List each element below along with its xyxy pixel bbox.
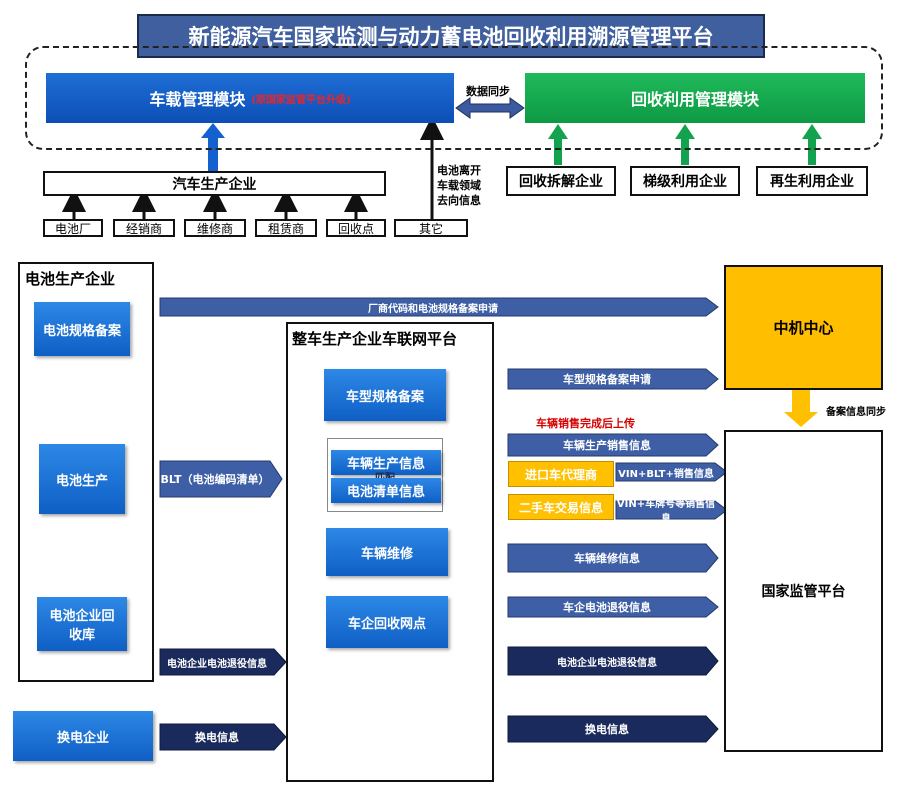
- battery-item-label: 电池企业回收库: [49, 609, 115, 643]
- import-agent-box[interactable]: 进口车代理商: [508, 461, 614, 487]
- data-sync-arrow: [455, 97, 525, 119]
- used-car-label: 二手车交易信息: [518, 500, 603, 515]
- source-label: 租赁商: [267, 221, 304, 236]
- automaker-recycle-point[interactable]: 车企回收网点: [326, 596, 448, 648]
- battery-production[interactable]: 电池生产: [39, 444, 125, 514]
- national-platform-label: 国家监管平台: [761, 584, 846, 600]
- source-dealer[interactable]: 经销商: [113, 219, 175, 237]
- battery-spec-filing[interactable]: 电池规格备案: [34, 302, 130, 356]
- data-sync-label: 数据同步: [466, 85, 510, 98]
- arrow-repair: [507, 543, 719, 573]
- vehicle-item-label: 车辆维修: [360, 546, 413, 562]
- filing-sync-arrow: [784, 390, 818, 427]
- arrow-swap-right: [507, 715, 719, 743]
- retire-battery-right-label: 电池企业电池退役信息: [557, 657, 657, 669]
- model-spec-label: 车型规格备案申请: [563, 373, 651, 386]
- arrow-vin-blt: [615, 462, 728, 482]
- arrow-model-spec: [507, 368, 719, 390]
- source-arrows: [62, 188, 368, 219]
- vin-plate-label: VIN+车牌号等销售信息: [616, 499, 716, 525]
- filing-sync-label: 备案信息同步: [826, 407, 886, 418]
- vin-blt-label: VIN+BLT+销售信息: [618, 468, 714, 480]
- vehicle-module-label: 车载管理模块: [149, 90, 246, 109]
- manufacturer-code-label: 厂商代码和电池规格备案申请: [368, 303, 498, 315]
- regeneration-box[interactable]: 再生利用企业: [756, 166, 868, 196]
- source-label: 其它: [418, 221, 443, 236]
- blt-label: BLT（电池编码清单）: [160, 473, 270, 486]
- production-sales-label: 车辆生产销售信息: [563, 439, 651, 452]
- recycle-module-label: 回收利用管理模块: [630, 90, 759, 109]
- battery-recycle-library[interactable]: 电池企业回收库: [37, 597, 127, 651]
- center-node-box[interactable]: 中机中心: [724, 265, 883, 390]
- vehicle-item-label: 电池清单信息: [346, 485, 425, 500]
- vehicle-production-info[interactable]: 车辆生产信息: [331, 450, 441, 475]
- repair-info-label: 车辆维修信息: [574, 552, 640, 565]
- vehicle-model-filing[interactable]: 车型规格备案: [324, 369, 446, 421]
- swap-enterprise-label: 换电企业: [56, 730, 109, 746]
- automaker-label: 汽车生产企业: [172, 176, 257, 193]
- recycle-dismantle-box[interactable]: 回收拆解企业: [506, 166, 616, 196]
- vehicle-item-label: 车企回收网点: [347, 616, 426, 632]
- national-platform-box[interactable]: 国家监管平台: [724, 430, 883, 752]
- recycle-enterprise-label: 回收拆解企业: [519, 174, 603, 190]
- leave-info-label: 电池离开 车载领域 去向信息: [437, 164, 481, 207]
- source-label: 回收点: [337, 221, 374, 236]
- battery-item-label: 电池生产: [55, 473, 108, 489]
- page-title: 新能源汽车国家监测与动力蓄电池回收利用溯源管理平台: [137, 14, 765, 58]
- source-label: 维修商: [196, 221, 233, 236]
- source-other[interactable]: 其它: [394, 219, 468, 237]
- center-node-label: 中机中心: [773, 319, 834, 337]
- automaker-up-arrow: [201, 123, 225, 171]
- arrow-retire-vehicle: [507, 596, 719, 618]
- source-battery-factory[interactable]: 电池厂: [43, 219, 103, 237]
- vehicle-repair[interactable]: 车辆维修: [326, 528, 448, 576]
- top-dashed-frame: [25, 46, 883, 150]
- recycle-enterprise-label: 梯级利用企业: [643, 174, 727, 190]
- source-label: 经销商: [125, 221, 162, 236]
- swap-info-right-label: 换电信息: [585, 723, 629, 736]
- vehicle-module-note: (原国家监管平台升级): [251, 94, 351, 106]
- source-lessor[interactable]: 租赁商: [255, 219, 317, 237]
- vehicle-item-label: 车辆生产信息: [346, 457, 425, 472]
- retire-battery-left-label: 电池企业电池退役信息: [167, 658, 267, 670]
- arrow-retire-battery-right: [507, 646, 719, 676]
- source-recycle-point[interactable]: 回收点: [326, 219, 386, 237]
- retire-vehicle-label: 车企电池退役信息: [563, 601, 651, 614]
- used-car-box[interactable]: 二手车交易信息: [508, 494, 614, 520]
- swap-info-left-label: 换电信息: [195, 731, 239, 744]
- import-agent-label: 进口车代理商: [524, 467, 597, 482]
- battery-swap-enterprise[interactable]: 换电企业: [13, 711, 153, 761]
- arrow-production-sales: [507, 433, 719, 457]
- sales-note-label: 车辆销售完成后上传: [536, 417, 635, 430]
- source-label: 电池厂: [54, 221, 91, 236]
- vehicle-item-label: 车型规格备案: [345, 389, 424, 405]
- source-repairer[interactable]: 维修商: [184, 219, 246, 237]
- battery-item-label: 电池规格备案: [42, 323, 121, 339]
- automaker-box[interactable]: 汽车生产企业: [43, 171, 386, 196]
- battery-panel-title: 电池生产企业: [25, 270, 116, 288]
- vehicle-panel-title: 整车生产企业车联网平台: [292, 330, 458, 348]
- recycle-management-module[interactable]: 回收利用管理模块: [525, 73, 865, 123]
- arrow-vin-plate: [615, 500, 728, 520]
- recycle-enterprise-label: 再生利用企业: [770, 174, 854, 190]
- recycle-up-arrows: [548, 124, 822, 165]
- battery-list-info[interactable]: 电池清单信息: [331, 478, 441, 503]
- cascade-use-box[interactable]: 梯级利用企业: [630, 166, 740, 196]
- arrow-blt: [159, 460, 283, 498]
- vehicle-management-module[interactable]: 车载管理模块 (原国家监管平台升级): [46, 73, 454, 123]
- arrow-manufacturer-code: [159, 297, 719, 317]
